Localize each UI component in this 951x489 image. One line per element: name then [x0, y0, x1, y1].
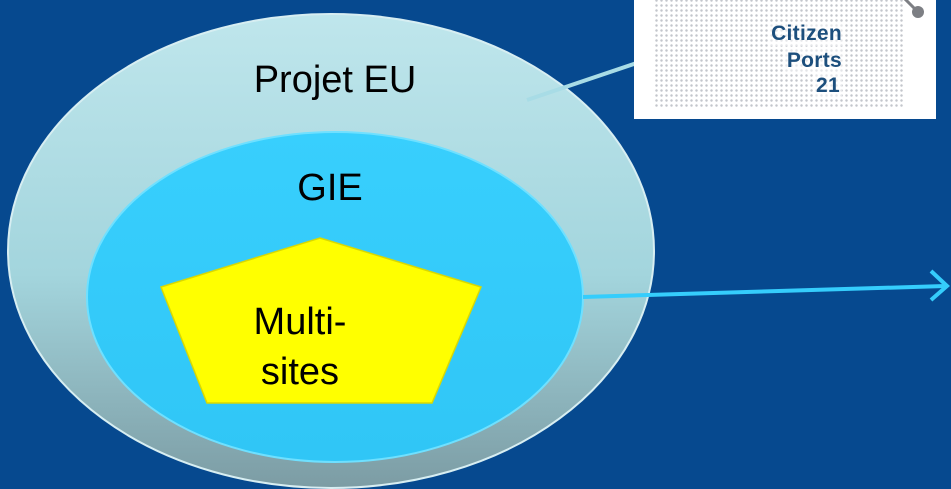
logo-text-line-1: Citizen — [769, 22, 844, 46]
inner-label: Multi- sites — [253, 301, 347, 393]
middle-label: GIE — [297, 167, 363, 209]
logo-text-line-2: Ports — [784, 49, 844, 73]
arrow-head-blue — [929, 269, 950, 302]
logo-node-icon — [903, 0, 924, 18]
outer-label: Projet EU — [253, 59, 417, 101]
citizen-ports-logo: Citizen Ports 21 — [634, 0, 936, 119]
logo-text-line-3: 21 — [814, 74, 842, 98]
arrow-right-blue — [582, 284, 946, 299]
logo-dot-pattern — [654, 0, 904, 108]
pentagon-multi-sites — [160, 237, 483, 404]
